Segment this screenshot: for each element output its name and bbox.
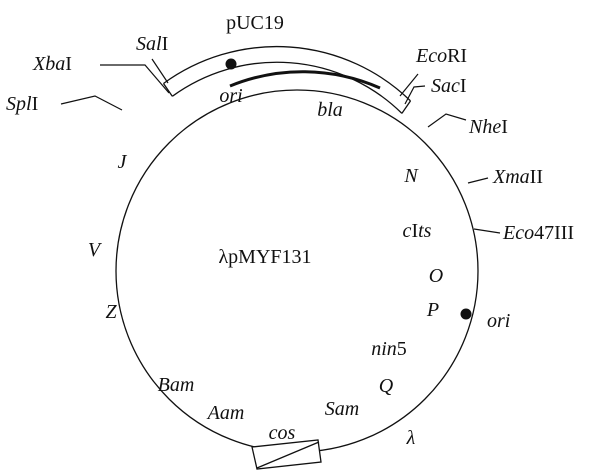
eco47iii-site-label: Eco47III — [502, 222, 574, 244]
xbai-site-label: XbaI — [32, 53, 72, 75]
site-leader-lines — [60, 58, 501, 234]
j-gene-label: J — [118, 151, 128, 173]
ecori-site-label: EcoRI — [415, 45, 467, 67]
n-gene-label: N — [403, 165, 419, 187]
vector-ori-label: ori — [219, 85, 242, 107]
puc19-thick-arc — [229, 70, 381, 90]
lambda-label: λ — [406, 427, 416, 449]
nin5-gene-label: nin5 — [371, 338, 407, 360]
q-gene-label: Q — [379, 375, 394, 397]
v-gene-label: V — [88, 239, 103, 261]
xmaii-site-label: XmaII — [492, 166, 543, 188]
vector-ori-marker — [225, 58, 237, 70]
cos-label: cos — [269, 422, 296, 444]
p-gene-label: P — [426, 299, 439, 321]
lambda-ori-label: ori — [487, 310, 510, 332]
sam-gene-label: Sam — [325, 398, 359, 420]
plasmid-name-label: λpMYF131 — [218, 246, 311, 268]
bam-gene-label: Bam — [158, 374, 195, 396]
puc19-insert-band — [162, 45, 412, 114]
z-gene-label: Z — [105, 301, 117, 323]
sali-site-label: SalI — [136, 33, 168, 55]
o-gene-label: O — [429, 265, 443, 287]
cos-box — [251, 439, 322, 470]
spli-site-label: SplI — [6, 93, 38, 115]
bla-gene-label: bla — [317, 99, 343, 121]
vector-label: pUC19 — [226, 12, 284, 34]
saci-site-label: SacI — [431, 75, 467, 97]
lambda-ori-marker — [460, 308, 472, 320]
aam-gene-label: Aam — [206, 402, 245, 424]
plasmid-circle — [115, 89, 479, 453]
ci-gene-label: cIts — [403, 220, 432, 242]
nhei-site-label: NheI — [468, 116, 508, 138]
